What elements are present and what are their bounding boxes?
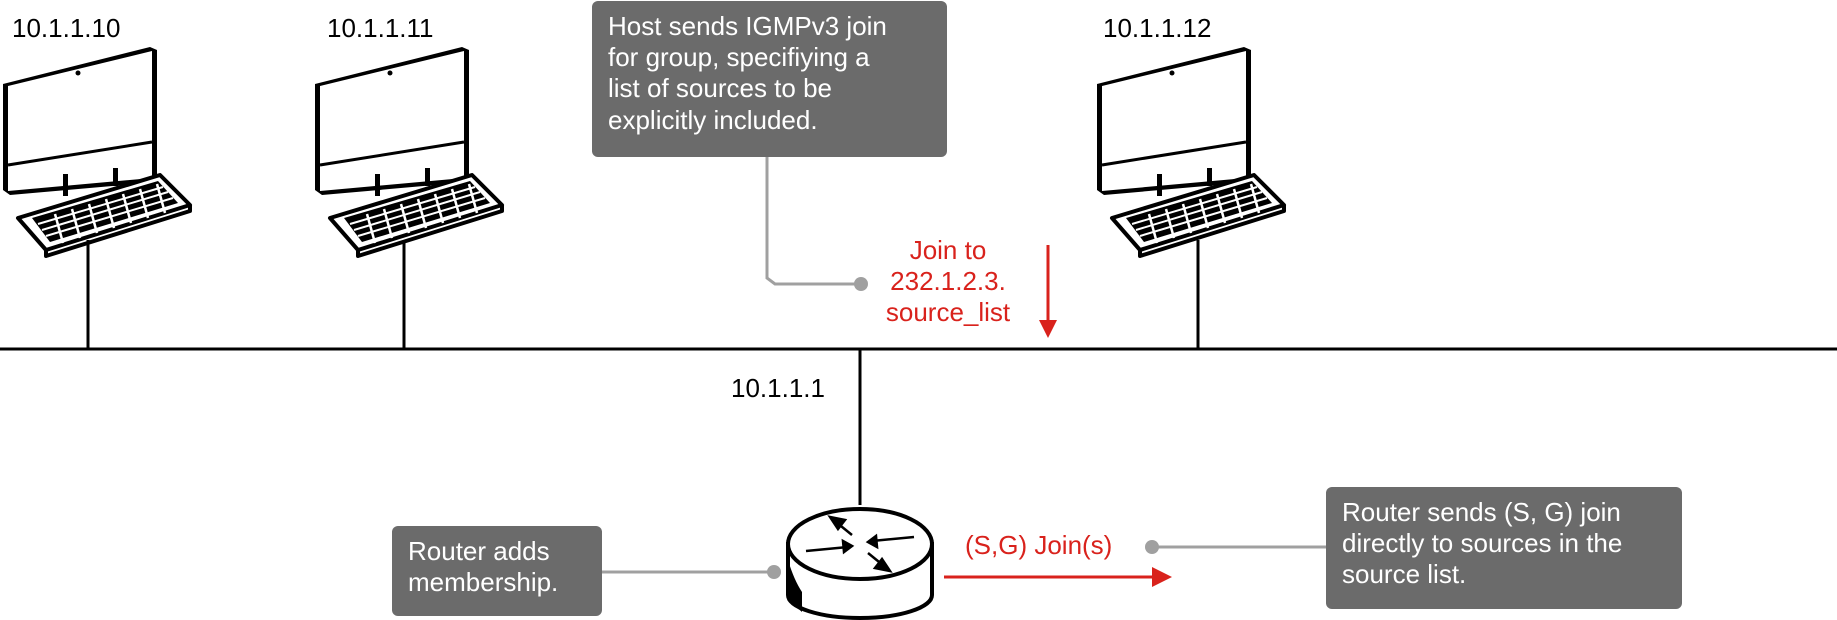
leader-dot [1145, 540, 1159, 554]
router-adds-callout: Router adds membership. [392, 526, 602, 616]
down-arrow-icon [1039, 245, 1057, 338]
igmp-join-message: Join to 232.1.2.3. source_list [885, 235, 1011, 328]
router-sends-callout: Router sends (S, G) join directly to sou… [1326, 487, 1682, 609]
sg-join-message: (S,G) Join(s) [965, 530, 1113, 560]
router-icon [786, 507, 934, 620]
right-arrow-icon [944, 567, 1172, 587]
host-join-leader-line [765, 155, 861, 286]
host-ip-label: 10.1.1.10 [12, 13, 121, 43]
host-ip-label: 10.1.1.12 [1103, 13, 1212, 43]
leader-dot [767, 565, 781, 579]
host-join-callout: Host sends IGMPv3 join for group, specif… [592, 1, 947, 157]
computer-icon [1095, 45, 1286, 258]
computer-icon [1, 45, 192, 258]
host-ip-label: 10.1.1.11 [327, 13, 434, 43]
router-ip-label: 10.1.1.1 [731, 373, 825, 403]
computer-icon [313, 45, 504, 258]
leader-dot [854, 277, 868, 291]
